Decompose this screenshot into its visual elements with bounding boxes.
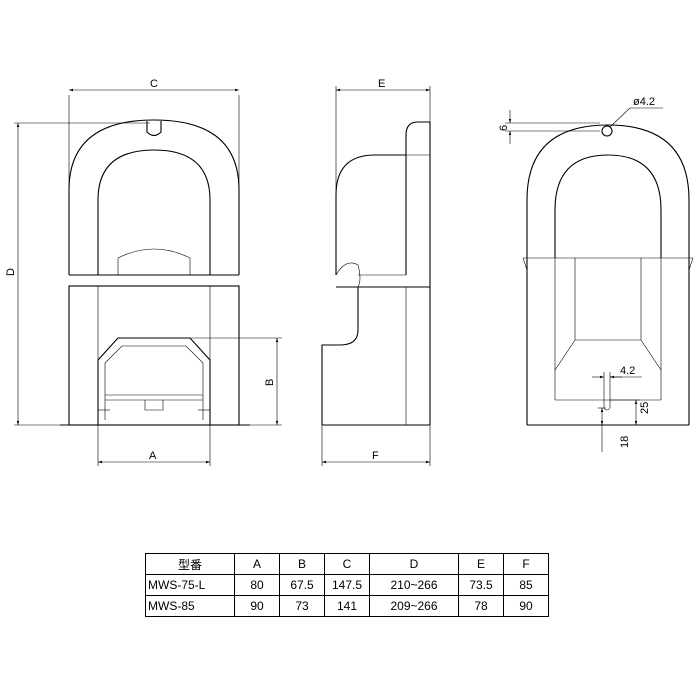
cell-model: MWS-85 xyxy=(145,595,235,617)
side-dimensions: E F xyxy=(321,78,431,466)
front-dimensions: C D B A xyxy=(5,78,282,466)
col-header-model: 型番 xyxy=(145,553,235,575)
dim-label-B: B xyxy=(264,379,276,386)
cell-A: 80 xyxy=(234,574,280,596)
dim-label-4-2: 4.2 xyxy=(620,365,635,377)
table-row: MWS-85 90 73 141 209~266 78 90 xyxy=(145,595,549,617)
cell-F: 90 xyxy=(503,595,549,617)
side-view xyxy=(321,121,431,426)
cell-E: 78 xyxy=(458,595,504,617)
col-header-A: A xyxy=(234,553,280,575)
cell-F: 85 xyxy=(503,574,549,596)
col-header-F: F xyxy=(503,553,549,575)
back-view xyxy=(522,124,694,426)
front-view xyxy=(60,119,250,426)
cell-A: 90 xyxy=(234,595,280,617)
cell-D: 210~266 xyxy=(369,574,459,596)
col-header-B: B xyxy=(279,553,325,575)
cell-B: 67.5 xyxy=(279,574,325,596)
cell-E: 73.5 xyxy=(458,574,504,596)
col-header-D: D xyxy=(369,553,459,575)
col-header-E: E xyxy=(458,553,504,575)
col-header-C: C xyxy=(324,553,370,575)
dim-label-C: C xyxy=(150,78,158,90)
table-header-row: 型番 A B C D E F xyxy=(145,553,549,575)
dim-label-hole: ø4.2 xyxy=(633,96,655,108)
dim-label-D: D xyxy=(5,268,17,276)
table-row: MWS-75-L 80 67.5 147.5 210~266 73.5 85 xyxy=(145,574,549,596)
dim-label-6: 6 xyxy=(498,125,510,131)
dimension-table: 型番 A B C D E F MWS-75-L 80 67.5 147.5 21… xyxy=(145,553,549,617)
dim-label-18: 18 xyxy=(619,436,631,448)
dim-label-25: 25 xyxy=(639,402,651,414)
cell-model: MWS-75-L xyxy=(145,574,235,596)
cell-C: 141 xyxy=(324,595,370,617)
cell-D: 209~266 xyxy=(369,595,459,617)
cell-B: 73 xyxy=(279,595,325,617)
cell-C: 147.5 xyxy=(324,574,370,596)
dim-label-E: E xyxy=(378,78,385,90)
dim-label-A: A xyxy=(149,450,157,462)
dim-label-F: F xyxy=(372,450,379,462)
back-dimensions: ø4.2 6 4.2 25 18 xyxy=(498,96,663,452)
